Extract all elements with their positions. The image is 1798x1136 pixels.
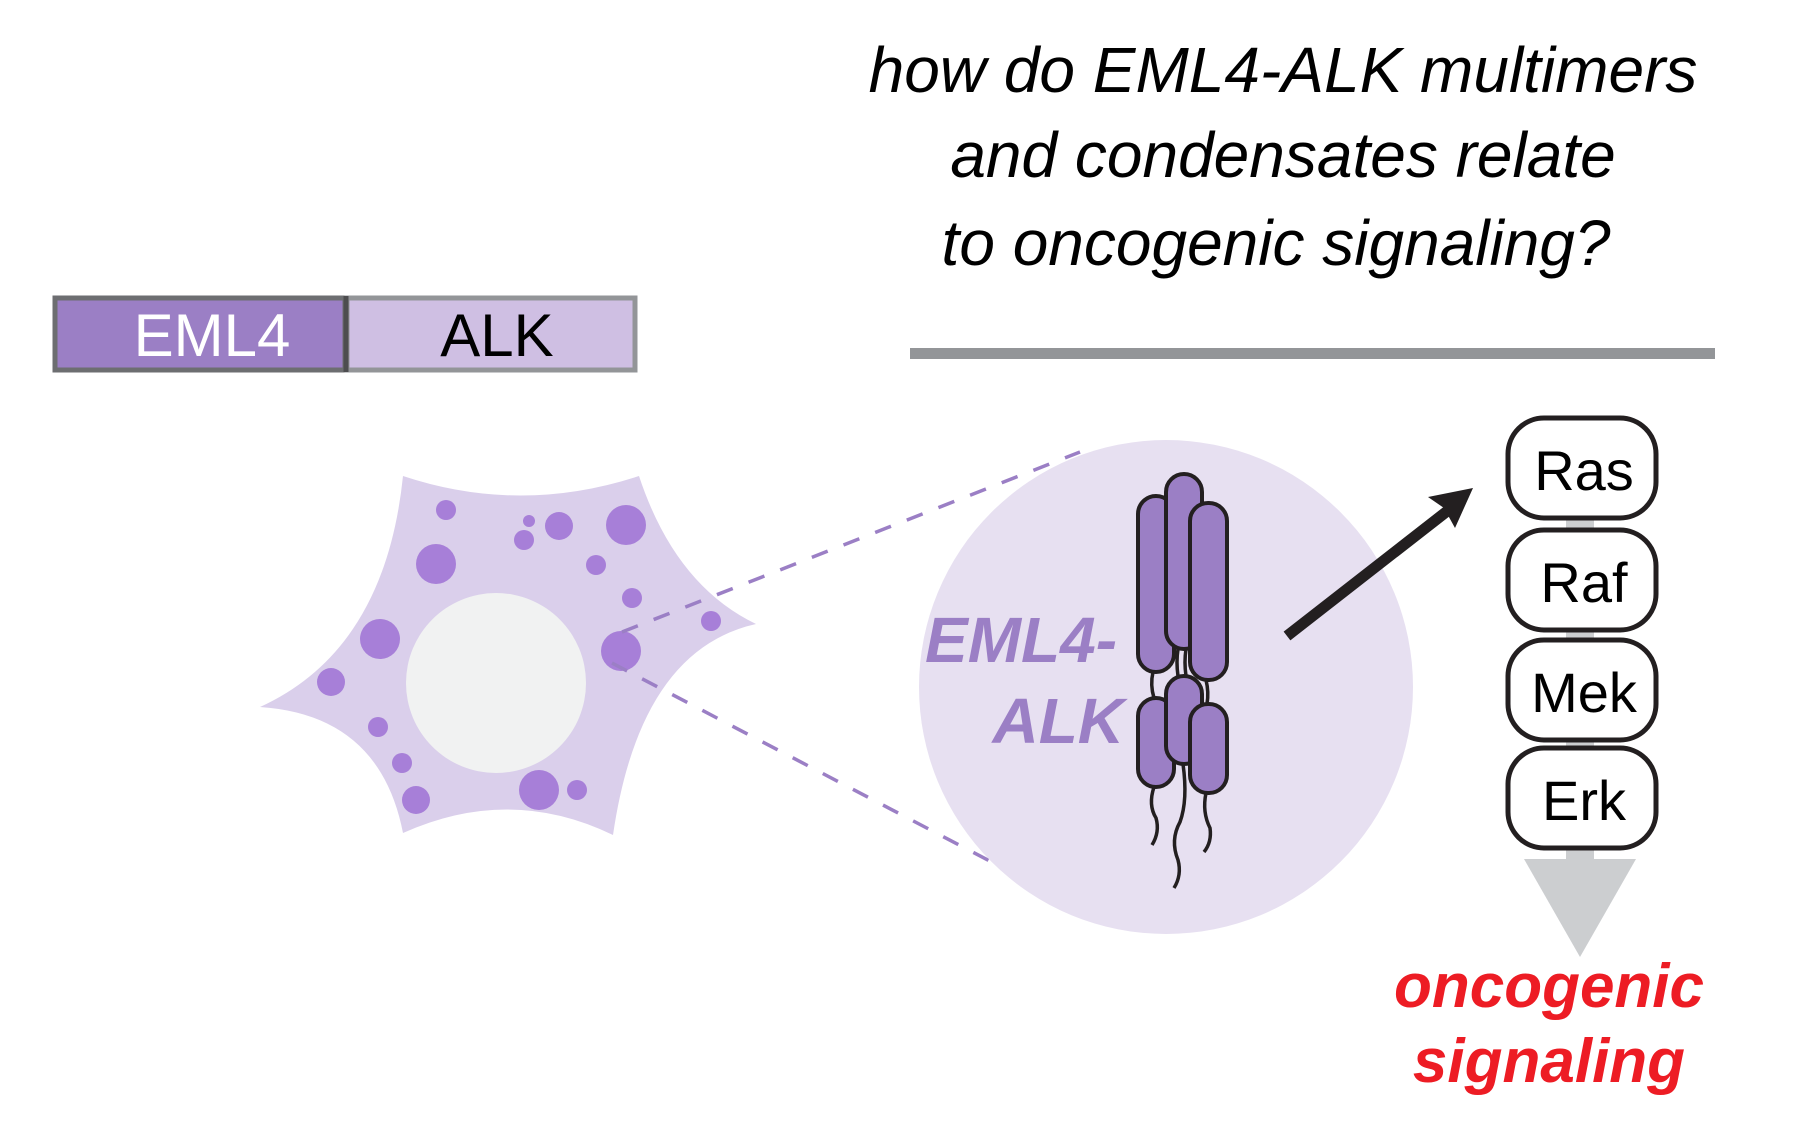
pathway-node-label: Ras: [1534, 439, 1634, 502]
condensate-droplet: [601, 631, 641, 671]
subunit-top-right: [1188, 501, 1229, 682]
pathway-node-raf: Raf: [1505, 527, 1659, 633]
alk-segment: [344, 295, 638, 373]
linker-right: [1204, 679, 1210, 705]
condensate-droplet: [317, 668, 345, 696]
condensate-droplet: [622, 588, 642, 608]
pathway-node-box: [1505, 415, 1659, 521]
tail-center: [1172, 763, 1187, 889]
condensate-droplet: [514, 530, 534, 550]
title-divider: [910, 348, 1715, 359]
condensate-droplet: [701, 611, 721, 631]
tail-right: [1202, 792, 1213, 854]
linker-left: [1149, 671, 1156, 699]
condensate-droplet: [436, 500, 456, 520]
fusion-label: EML4- ALK: [925, 604, 1129, 757]
condensate-droplet: [545, 512, 573, 540]
linker-center-b: [1183, 648, 1188, 677]
eml4-alk-multimer: [1149, 648, 1213, 889]
pathway-node-box: [1505, 527, 1659, 633]
alk-label: ALK: [440, 302, 553, 369]
linker-center-a: [1175, 648, 1180, 677]
condensate-droplet: [606, 505, 646, 545]
outcome-label: oncogenic signaling: [1394, 952, 1704, 1096]
activation-arrow-head: [1428, 488, 1473, 528]
pathway-output-arrow: [1524, 859, 1636, 957]
eml4-label: EML4: [134, 302, 291, 369]
title-line-2: and condensates relate: [950, 119, 1615, 191]
pathway-node-mek: Mek: [1505, 637, 1659, 743]
nucleus: [406, 593, 586, 773]
tail-left: [1149, 786, 1160, 846]
zoom-line-lower: [611, 661, 1046, 892]
molecule-subunits: [1136, 472, 1229, 795]
outcome-line-2: signaling: [1413, 1027, 1685, 1096]
condensate-droplet: [567, 780, 587, 800]
condensate-droplet: [586, 555, 606, 575]
pathway-node-label: Erk: [1542, 769, 1627, 832]
fusion-label-line-2: ALK: [990, 685, 1128, 757]
condensate-droplet: [416, 544, 456, 584]
activation-arrow-shaft: [1283, 500, 1459, 641]
pathway-node-label: Mek: [1531, 661, 1638, 724]
title-line-3: to oncogenic signaling?: [942, 207, 1611, 279]
pathway-node-box: [1505, 637, 1659, 743]
fusion-protein-bar: EML4 ALK: [52, 295, 638, 373]
condensate-droplet: [392, 753, 412, 773]
condensate-droplet: [360, 619, 400, 659]
eml4-segment: [52, 295, 348, 373]
condensate-droplet: [402, 786, 430, 814]
pathway-node-box: [1505, 745, 1659, 851]
activation-arrow: [1283, 488, 1473, 641]
subunit-bottom-right: [1188, 702, 1229, 795]
zoom-line-upper: [621, 450, 1081, 634]
condensate-droplet: [523, 515, 535, 527]
question-title: how do EML4-ALK multimers and condensate…: [869, 34, 1698, 279]
cell: [260, 476, 756, 835]
pathway-node-erk: Erk: [1505, 745, 1659, 851]
outcome-line-1: oncogenic: [1394, 952, 1704, 1021]
pathway-node-ras: Ras: [1505, 415, 1659, 521]
condensate-droplet: [519, 770, 559, 810]
fusion-label-line-1: EML4-: [925, 604, 1117, 676]
condensate-droplet: [368, 717, 388, 737]
condensate-group: [317, 500, 721, 814]
pathway-node-label: Raf: [1540, 551, 1628, 614]
title-line-1: how do EML4-ALK multimers: [869, 34, 1698, 106]
